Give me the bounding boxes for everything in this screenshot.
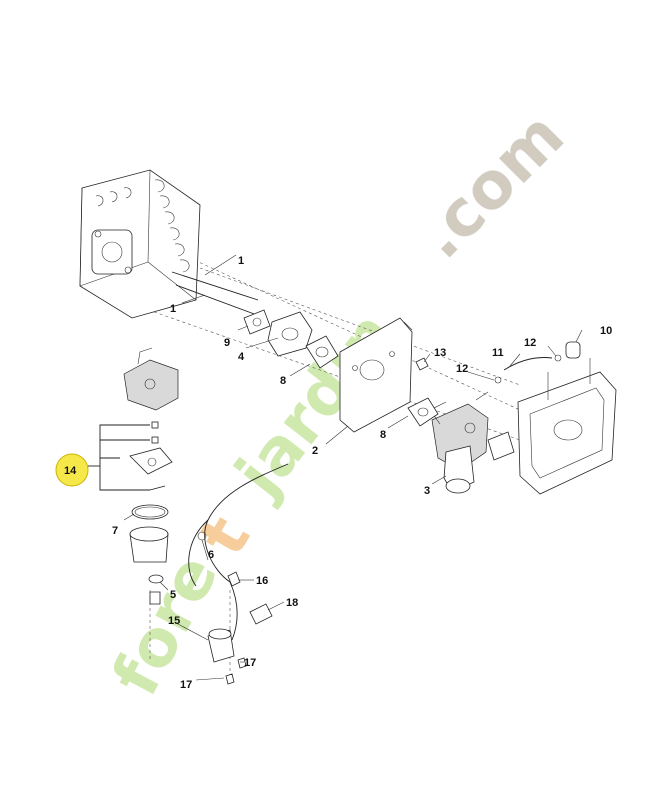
callout-12a[interactable]: 12 — [524, 337, 536, 349]
callout-12b[interactable]: 12 — [456, 363, 468, 375]
gasket-right — [407, 397, 439, 427]
callout-15[interactable]: 15 — [168, 615, 180, 627]
carburettor-kit-preview — [123, 347, 179, 411]
watermark-fore: fore — [99, 543, 233, 707]
carburettor — [429, 391, 489, 494]
heat-shield-plate — [339, 317, 413, 433]
callout-7[interactable]: 7 — [112, 525, 118, 537]
callout-8b[interactable]: 8 — [380, 429, 386, 441]
callout-13[interactable]: 13 — [434, 347, 446, 359]
callout-17a[interactable]: 17 — [180, 679, 192, 691]
callout-8a[interactable]: 8 — [280, 375, 286, 387]
fuel-line-assembly — [494, 341, 581, 384]
intake-spacer — [237, 309, 313, 357]
callout-10[interactable]: 10 — [600, 325, 612, 337]
callout-6[interactable]: 6 — [208, 549, 214, 561]
gasket-center — [305, 335, 339, 369]
watermark-com: .com — [404, 99, 579, 274]
bolt-13 — [415, 357, 429, 371]
callout-9[interactable]: 9 — [224, 337, 230, 349]
callout-2[interactable]: 2 — [312, 445, 318, 457]
watermark-t: t — [186, 505, 265, 568]
callout-3[interactable]: 3 — [424, 485, 430, 497]
float-bowl-assembly — [129, 504, 169, 605]
engine-cylinder-head — [79, 169, 201, 319]
callout-16[interactable]: 16 — [256, 575, 268, 587]
callout-1b[interactable]: 1 — [170, 303, 176, 315]
callout-14[interactable]: 14 — [64, 465, 77, 477]
kit-14-highlight — [55, 453, 89, 487]
air-filter-base — [487, 358, 617, 495]
leader-lines — [123, 321, 583, 681]
solenoid-cable-assembly — [188, 463, 289, 685]
mounting-studs — [171, 254, 266, 319]
callout-18[interactable]: 18 — [286, 597, 298, 609]
callout-11[interactable]: 11 — [492, 347, 504, 359]
callout-5[interactable]: 5 — [170, 589, 176, 601]
callout-4[interactable]: 4 — [238, 351, 245, 363]
callout-1a[interactable]: 1 — [238, 255, 244, 267]
part-callouts: 1 1 2 3 4 5 6 7 8 8 9 10 11 12 12 13 14 … — [64, 255, 612, 691]
repair-kit-bracket — [86, 421, 173, 491]
callout-17b[interactable]: 17 — [244, 657, 256, 669]
